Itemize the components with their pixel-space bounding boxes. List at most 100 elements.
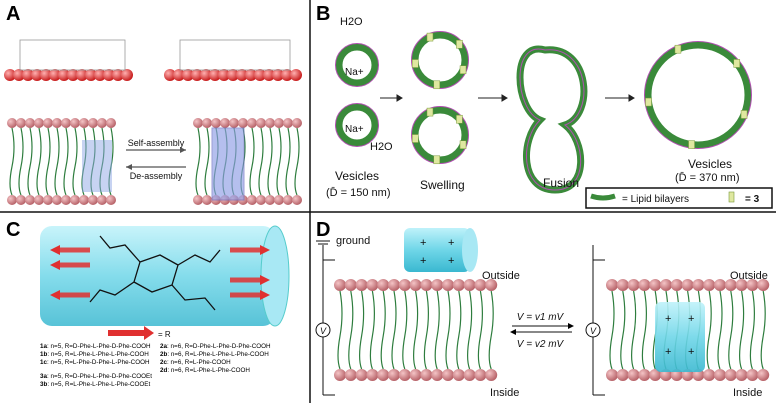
lipid-head (43, 195, 53, 205)
compound-entry: 2b: n=6, R=L-Phe-L-Phe-L-Phe-COOH (160, 351, 269, 358)
lipid-tail (413, 290, 419, 370)
red-sphere (49, 69, 61, 81)
red-sphere (121, 69, 133, 81)
lipid-head (714, 279, 726, 291)
lipid-head (485, 279, 498, 291)
red-sphere (290, 69, 302, 81)
circuit-left (316, 240, 335, 396)
channel-3 (645, 97, 652, 107)
channel-3 (459, 65, 467, 74)
compound-description: : n=6, R=L-Phe-COOH (167, 359, 231, 366)
lipid-head (681, 279, 694, 291)
channel-3 (674, 44, 682, 54)
lipid-tail (337, 290, 343, 370)
lipid-tail (423, 290, 429, 370)
lipid-head (420, 279, 433, 291)
lipid-head (247, 195, 257, 205)
r-arrow (230, 277, 260, 283)
svg-text:+: + (688, 313, 694, 325)
stage-vesicles-initial-size: (D̄ = 150 nm) (326, 186, 391, 199)
compound-id: 3b (40, 381, 48, 388)
lipid-head (16, 118, 26, 128)
lipid-tail (9, 127, 15, 196)
compound-id: 2b (160, 351, 168, 358)
molecular-framework (19, 39, 126, 71)
red-sphere (58, 69, 70, 81)
lipid-head (442, 369, 454, 381)
channel-3 (740, 110, 748, 119)
lipid-tail (717, 290, 723, 370)
lipid-head (388, 369, 400, 381)
red-sphere (22, 69, 34, 81)
lipid-tail (467, 290, 473, 370)
lipid-tail (359, 290, 365, 370)
lipid-head (292, 195, 302, 205)
lipid-head (79, 118, 89, 128)
panel-d-label: D (316, 219, 330, 241)
lipid-tail (760, 290, 766, 370)
lipid-tail (54, 127, 60, 196)
lipid-head (616, 369, 629, 381)
svg-text:+: + (665, 346, 671, 358)
red-sphere (40, 69, 52, 81)
compound-id: 2c (160, 359, 168, 366)
lipid-head (334, 369, 346, 381)
svg-text:+: + (448, 255, 454, 267)
membrane-left (334, 279, 498, 381)
lipid-head (757, 369, 770, 381)
compound-entry: 2c: n=6, R=L-Phe-COOH (160, 359, 231, 366)
outside-label-right: Outside (730, 270, 768, 282)
lipid-head (616, 279, 629, 291)
lipid-head (88, 118, 98, 128)
panel-a: A Self-assembly De-assembly (4, 3, 302, 205)
lipid-head (366, 369, 379, 381)
vesicle-outer (335, 103, 379, 147)
lipid-head (724, 369, 737, 381)
svg-text:+: + (448, 237, 454, 249)
lipid-tail (477, 290, 483, 370)
lipid-head (211, 118, 221, 128)
lipid-head (52, 118, 62, 128)
r-arrow-head (260, 245, 270, 255)
panel-a-label: A (6, 3, 20, 25)
lipid-tail (456, 290, 462, 370)
lipid-head (452, 369, 465, 381)
lipid-tail (348, 290, 354, 370)
panel-b: B H2O Na+ Na+ H2O Vesicles (D̄ = 150 nm)… (316, 3, 773, 209)
self-assembly-label: Self-assembly (128, 138, 185, 148)
voltmeter-left (315, 322, 331, 338)
de-assembly-label: De-assembly (130, 171, 183, 181)
lipid-head (7, 118, 17, 128)
vesicle-outer (644, 41, 752, 149)
lipid-head (61, 195, 71, 205)
free-channel (404, 228, 470, 272)
lipid-head (25, 118, 35, 128)
lipid-tail (445, 290, 451, 370)
lipid-head (649, 279, 662, 291)
compound-description: : n=6, R=L-Phe-L-Phe-COOH (167, 367, 250, 374)
lipid-head (431, 369, 444, 381)
red-sphere (4, 69, 16, 81)
lipid-head (229, 118, 239, 128)
channel-3 (688, 140, 695, 149)
lipid-tail (380, 290, 386, 370)
channel-3 (426, 32, 434, 42)
lipid-head (70, 118, 80, 128)
lipid-head (355, 279, 368, 291)
lipid-head (746, 369, 759, 381)
compound-description: : n=5, R=L-Phe-L-Phe-L-Phe-COOH (47, 351, 149, 358)
water-bottom: H2O (370, 141, 393, 153)
lipid-tail (369, 290, 375, 370)
cylinder-end (260, 225, 290, 327)
lipid-head (463, 369, 476, 381)
lipid-head (274, 118, 284, 128)
compound-description: : n=5, R=L-Phe-D-Phe-L-Phe-COOH (47, 359, 150, 366)
lipid-tail (391, 290, 397, 370)
red-sphere (200, 69, 212, 81)
compound-id: 1c (40, 359, 48, 366)
lipid-tail (294, 127, 300, 196)
red-sphere (164, 69, 176, 81)
stage-vesicles-final-size: (D̄ = 370 nm) (675, 171, 740, 184)
lipid-tail (63, 127, 69, 196)
